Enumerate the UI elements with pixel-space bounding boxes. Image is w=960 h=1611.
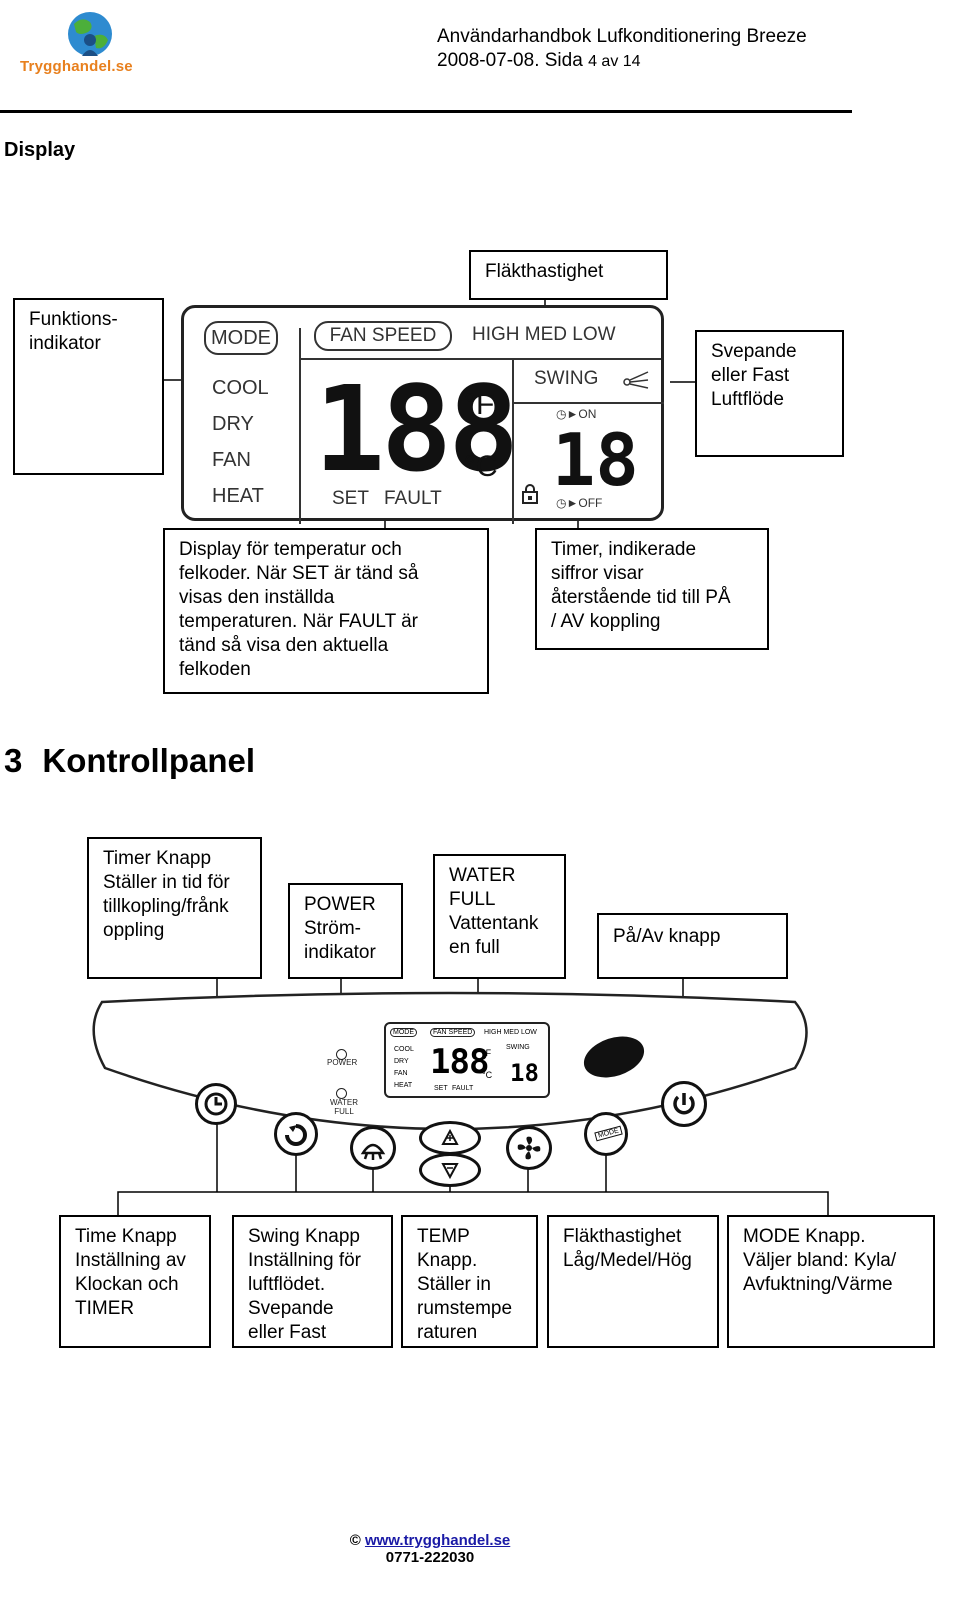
footer-url-line: © www.trygghandel.se xyxy=(325,1532,535,1549)
doc-page-info: 2008-07-08. Sida 4 av 14 xyxy=(437,49,641,74)
logo: Trygghandel.se xyxy=(20,10,160,80)
section-number: 3 xyxy=(4,742,23,779)
doc-date: 2008-07-08. Sida xyxy=(437,50,589,71)
copyright-symbol: © xyxy=(349,1532,361,1549)
mini-fault: FAULT xyxy=(452,1085,474,1092)
mini-mode: MODE xyxy=(390,1028,417,1037)
mini-fan-speed: FAN SPEED xyxy=(430,1028,476,1037)
mini-mode-fan: FAN xyxy=(394,1070,408,1077)
lcd-timer-off: ◷►OFF xyxy=(556,496,603,510)
lcd-swing: SWING xyxy=(534,368,599,389)
mini-speeds: HIGH MED LOW xyxy=(484,1029,537,1036)
lcd-fault: FAULT xyxy=(384,488,442,509)
label-timer-display: Timer, indikerade siffror visar återståe… xyxy=(535,528,769,650)
speed-fan-swing-button[interactable] xyxy=(350,1126,396,1170)
fan-speed-button[interactable] xyxy=(506,1126,552,1170)
panel-mini-lcd: MODE COOL DRY FAN HEAT FAN SPEED HIGH ME… xyxy=(384,1022,550,1098)
mini-mode-dry: DRY xyxy=(394,1058,409,1065)
lcd-timer-digits: 18 xyxy=(552,418,639,502)
label-funktionsindikator: Funktions- indikator xyxy=(13,298,164,475)
label-swing-knapp: Swing Knapp Inställning för luftflödet. … xyxy=(232,1215,393,1348)
lcd-hline xyxy=(301,358,661,360)
lcd-mode-heat: HEAT xyxy=(212,485,264,507)
power-button[interactable] xyxy=(661,1081,707,1127)
lcd-divider-mid xyxy=(512,358,514,524)
lcd-deg-c: °C xyxy=(464,450,498,483)
label-power: POWER Ström- indikator xyxy=(288,883,403,979)
lcd-mode-dry: DRY xyxy=(212,413,254,435)
swing-fan-icon xyxy=(623,371,649,389)
timer-button[interactable] xyxy=(195,1083,237,1125)
page-total: 14 xyxy=(622,53,641,70)
mini-deg-f: °F xyxy=(482,1048,492,1058)
label-time-knapp: Time Knapp Inställning av Klockan och TI… xyxy=(59,1215,211,1348)
fan-icon xyxy=(517,1136,541,1160)
label-temp-knapp: TEMP Knapp. Ställer in rumstempe raturen xyxy=(401,1215,538,1348)
label-flakthastighet: Fläkthastighet xyxy=(469,250,668,300)
page-av: av xyxy=(596,53,623,70)
section-title-kontrollpanel: 3 Kontrollpanel xyxy=(4,742,255,780)
lock-icon xyxy=(522,484,538,504)
triangle-down-icon xyxy=(441,1163,459,1180)
temp-up-button[interactable] xyxy=(419,1121,481,1155)
lcd-mode-cool: COOL xyxy=(212,377,269,399)
label-svepande: Svepande eller Fast Luftflöde xyxy=(695,330,844,457)
lcd-mode-fan: FAN xyxy=(212,449,251,471)
mini-temp-digits: 188 xyxy=(430,1042,489,1082)
clock-icon xyxy=(204,1092,228,1116)
swing-icon xyxy=(285,1124,308,1146)
lcd-divider-left xyxy=(299,328,301,524)
temp-down-button[interactable] xyxy=(419,1153,481,1187)
mini-deg-c: °C xyxy=(482,1070,493,1080)
water-indicator-label: WATER FULL xyxy=(330,1098,358,1116)
label-mode-knapp: MODE Knapp. Väljer bland: Kyla/ Avfuktni… xyxy=(727,1215,935,1348)
mini-modes: COOL DRY FAN HEAT xyxy=(394,1044,414,1092)
mini-swing: SWING xyxy=(506,1044,530,1051)
doc-title: Användarhandbok Lufkonditionering Breeze xyxy=(437,26,807,47)
globe-logo-icon xyxy=(68,12,112,56)
triangle-up-icon xyxy=(441,1128,459,1145)
swing-button[interactable] xyxy=(274,1112,318,1156)
power-indicator-led xyxy=(336,1049,347,1060)
power-icon xyxy=(673,1093,695,1115)
mini-timer-digits: 18 xyxy=(510,1059,539,1087)
mini-mode-heat: HEAT xyxy=(394,1082,413,1089)
lcd-hline-2 xyxy=(514,402,664,404)
power-indicator-label: POWER xyxy=(327,1058,358,1067)
mini-set: SET xyxy=(434,1085,448,1092)
section-title-text: Kontrollpanel xyxy=(42,742,256,779)
lcd-set: SET xyxy=(332,488,369,509)
header-rule xyxy=(0,110,852,113)
lcd-off-text: OFF xyxy=(578,496,603,510)
lcd-mode-list: COOL DRY FAN HEAT xyxy=(212,370,269,514)
lcd-speeds: HIGH MED LOW xyxy=(472,324,616,345)
label-flakthastighet-knapp: Fläkthastighet Låg/Medel/Hög xyxy=(547,1215,719,1348)
lcd-display: MODE COOL DRY FAN HEAT FAN SPEED HIGH ME… xyxy=(181,305,664,524)
lcd-deg-f: °F xyxy=(464,388,495,421)
mode-button-text: MODE xyxy=(594,1125,623,1142)
label-timer-knapp: Timer Knapp Ställer in tid för tillkopli… xyxy=(87,837,262,979)
footer-url-link[interactable]: www.trygghandel.se xyxy=(364,1532,511,1549)
lcd-timer-on: ◷►ON xyxy=(556,407,597,421)
section-title-display: Display xyxy=(4,139,76,161)
label-pa-av-knapp: På/Av knapp xyxy=(597,913,788,979)
label-temp-display: Display för temperatur och felkoder. När… xyxy=(163,528,489,694)
label-water-full: WATER FULL Vattentank en full xyxy=(433,854,566,979)
mode-button[interactable]: MODE xyxy=(584,1112,628,1156)
water-indicator-led xyxy=(336,1088,347,1099)
footer-phone: 0771-222030 xyxy=(385,1549,475,1566)
lcd-fan-speed-label: FAN SPEED xyxy=(314,321,452,351)
airflow-icon xyxy=(360,1143,386,1160)
lcd-mode-label: MODE xyxy=(204,321,278,355)
logo-text: Trygghandel.se xyxy=(20,58,133,75)
lcd-on-text: ON xyxy=(578,407,597,421)
page-number: 4 xyxy=(588,53,597,70)
lcd-temp-digits: 188 xyxy=(314,360,519,498)
mini-mode-cool: COOL xyxy=(394,1046,414,1053)
footer: © www.trygghandel.se 0771-222030 xyxy=(325,1532,535,1566)
